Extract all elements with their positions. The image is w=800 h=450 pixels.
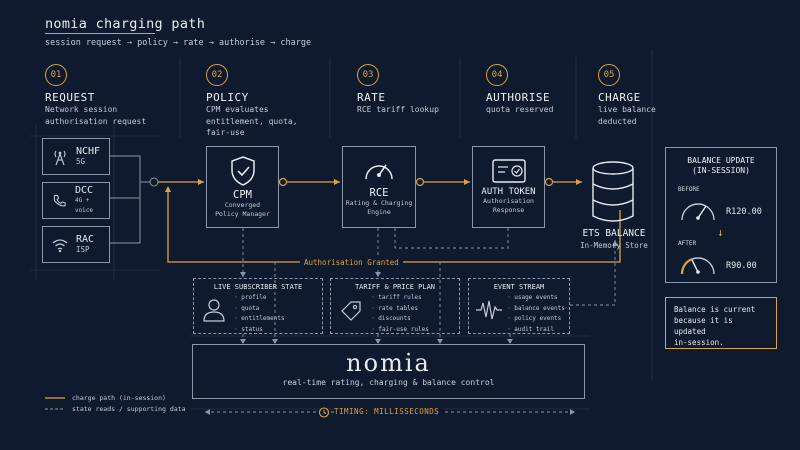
list-item: fair-use rules: [371, 325, 429, 336]
wifi-icon: [52, 238, 68, 252]
database-icon: [592, 161, 634, 222]
phone-icon: [53, 194, 66, 206]
step-4-number: 04: [486, 64, 508, 86]
after-label: AFTER: [678, 240, 697, 247]
panel-title: TARIFF & PRICE PLAN: [354, 283, 436, 291]
page-subtitle: session request → policy → rate → author…: [45, 38, 312, 48]
rce-label: RCE: [369, 187, 389, 199]
brand-tagline: real-time rating, charging & balance con…: [282, 378, 495, 387]
cell-tower-icon: [54, 150, 66, 165]
step-3-number: 03: [357, 64, 379, 86]
list-item: profile: [234, 293, 285, 304]
step-1-number: 01: [45, 64, 67, 86]
step-4-title: AUTHORISE: [486, 91, 551, 104]
before-value: R120.00: [726, 207, 762, 217]
panel-tariff-plan: TARIFF & PRICE PLAN tariff rules rate ta…: [330, 278, 460, 334]
token-card-icon: [491, 159, 526, 183]
list-item: usage events: [507, 293, 565, 304]
list-item: status: [234, 325, 285, 336]
waveform-icon: [476, 300, 502, 320]
timing-label: TIMING: MILLISSECONDS: [334, 407, 444, 416]
tariff-list: tariff rules rate tables discounts fair-…: [371, 293, 429, 335]
step-5-number: 05: [598, 64, 620, 86]
source-dcc: DCC 4G + voice: [42, 182, 110, 219]
subscriber-list: profile quota entitlements status: [234, 293, 285, 336]
panel-title: LIVE SUBSCRIBER STATE: [213, 283, 303, 291]
user-icon: [203, 299, 225, 322]
source-name: NCHF: [76, 146, 101, 157]
step-2-title: POLICY: [206, 91, 249, 104]
source-nchf: NCHF 5G: [42, 138, 110, 175]
list-item: entitlements: [234, 314, 284, 325]
list-item: quota: [234, 304, 285, 315]
gauge-after-icon: [680, 257, 715, 275]
legend-solid: charge path (in-session): [72, 394, 166, 402]
shield-check-icon: [230, 156, 255, 186]
event-list: usage events balance events policy event…: [507, 293, 565, 335]
source-sub: 5G: [76, 157, 86, 166]
list-item: balance events: [507, 304, 565, 315]
legend-swatches: [45, 397, 65, 410]
cpm-label: CPM: [233, 189, 252, 201]
legend-dashed: state reads / supporting data: [72, 405, 186, 413]
panel-subscriber-state: LIVE SUBSCRIBER STATE profile quota enti…: [193, 278, 323, 334]
list-item: tariff rules: [371, 293, 429, 304]
price-tag-icon: [341, 301, 361, 321]
clock-icon: [318, 407, 330, 418]
source-rac: RAC ISP: [42, 226, 110, 263]
step-1-title: REQUEST: [45, 91, 95, 104]
step-3-title: RATE: [357, 91, 386, 104]
step-3-desc: RCE tariff lookup: [357, 105, 439, 114]
step-4-desc: quota reserved: [486, 105, 554, 114]
arrow-down-icon: ↓: [717, 226, 724, 239]
source-name: RAC: [76, 234, 95, 245]
step-5-title: CHARGE: [598, 91, 641, 104]
list-item: audit trail: [507, 325, 565, 336]
step-2-number: 02: [206, 64, 228, 86]
source-sub: ISP: [76, 245, 90, 254]
gauge-icon: [365, 164, 393, 180]
ets-sub: In-Memory Store: [580, 241, 648, 250]
title-underline: [45, 33, 155, 34]
balance-update-box: BALANCE UPDATE(IN-SESSION) BEFORE R120.0…: [665, 147, 777, 283]
list-item: rate tables: [371, 304, 429, 315]
page-title: nomia charging path: [45, 16, 206, 32]
authorisation-granted-label: Authorisation Granted: [300, 258, 403, 267]
source-name: DCC: [74, 185, 94, 196]
after-value: R90.00: [726, 261, 757, 271]
nomia-platform-box: nomia real-time rating, charging & balan…: [192, 344, 585, 399]
before-label: BEFORE: [678, 186, 700, 193]
junction-node: [149, 177, 159, 187]
list-item: policy events: [507, 314, 565, 325]
source-sub: 4G + voice: [74, 197, 94, 214]
panel-event-stream: EVENT STREAM usage events balance events…: [468, 278, 570, 334]
list-item: discounts: [371, 314, 429, 325]
balance-title: BALANCE UPDATE(IN-SESSION): [687, 156, 755, 175]
panel-title: EVENT STREAM: [493, 283, 545, 291]
ets-label: ETS BALANCE: [582, 228, 646, 239]
gauge-before-icon: [681, 203, 715, 221]
brand-name: nomia: [346, 349, 431, 377]
auth-label: AUTH TOKEN: [481, 187, 536, 197]
